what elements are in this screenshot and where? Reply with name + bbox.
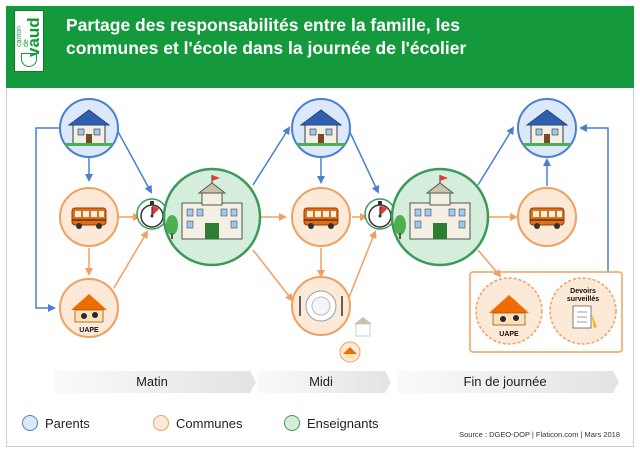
arrow-school1-house2 <box>252 126 291 186</box>
source-credit: Source : DGEO-DOP | Flaticon.com | Mars … <box>459 430 620 439</box>
legend-dot-communes <box>153 415 169 431</box>
legend-parents: Parents <box>22 413 90 433</box>
phase-label-matin: Matin <box>136 374 168 389</box>
stopwatch-midday <box>364 198 396 230</box>
arrow-afterschool-house3 <box>579 124 609 272</box>
uape-label-morning: UAPE <box>79 327 99 334</box>
phase-matin: Matin <box>54 371 250 393</box>
title-line-2: communes et l'école dans la journée de l… <box>66 38 467 58</box>
parents-home-morning <box>59 98 119 158</box>
legend-label-parents: Parents <box>45 415 90 431</box>
homework-icon <box>572 305 597 329</box>
parents-home-evening <box>517 98 577 158</box>
canton-logo: canton de vaud <box>14 10 44 72</box>
phase-fin: Fin de journée <box>397 371 613 393</box>
legend-dot-parents <box>22 415 38 431</box>
devoirs-label-1: Devoirs <box>570 288 596 295</box>
uape-evening: UAPE <box>475 277 543 345</box>
arrow-house2-stopwatch2 <box>347 127 380 194</box>
stopwatch-morning <box>136 198 168 230</box>
legend-dot-enseignants <box>284 415 300 431</box>
parents-home-midday <box>291 98 351 158</box>
shield-icon <box>21 53 37 67</box>
homework-supervised: Devoirs surveillés <box>549 277 617 345</box>
arrow-house1-stopwatch1 <box>115 127 152 194</box>
after-school-box: UAPE Devoirs surveillés <box>469 271 623 353</box>
legend-communes: Communes <box>153 413 242 433</box>
arrow-plate-stopwatch2 <box>347 230 377 301</box>
small-daycare-icons <box>339 317 372 363</box>
phase-band-fin <box>397 371 619 393</box>
arrow-uape1-stopwatch1 <box>113 230 149 289</box>
legend-label-enseignants: Enseignants <box>307 415 379 431</box>
plate-icon <box>299 290 343 322</box>
school-afternoon <box>390 167 490 267</box>
commune-bus-evening <box>517 187 577 247</box>
phase-label-fin: Fin de journée <box>463 374 547 389</box>
devoirs-label-2: surveillés <box>567 296 599 303</box>
title-line-1: Partage des responsabilités entre la fam… <box>66 15 460 35</box>
phase-band-midi <box>257 371 391 393</box>
arrow-house1-uape1 <box>35 127 62 312</box>
commune-meal-midday <box>291 276 351 336</box>
arrow-school2-house3 <box>477 126 515 186</box>
uape-label-evening: UAPE <box>499 331 519 338</box>
legend-enseignants: Enseignants <box>284 413 379 433</box>
uape-morning: UAPE <box>59 278 119 338</box>
commune-bus-midday <box>291 187 351 247</box>
phase-label-midi: Midi <box>309 374 333 389</box>
school-morning <box>162 167 262 267</box>
legend-label-communes: Communes <box>176 415 243 431</box>
phase-midi: Midi <box>257 371 385 393</box>
phase-band-matin <box>54 371 256 393</box>
header-banner <box>6 6 634 88</box>
commune-bus-morning <box>59 187 119 247</box>
arrow-school1-plate <box>252 249 294 302</box>
page-title: Partage des responsabilités entre la fam… <box>66 14 616 60</box>
